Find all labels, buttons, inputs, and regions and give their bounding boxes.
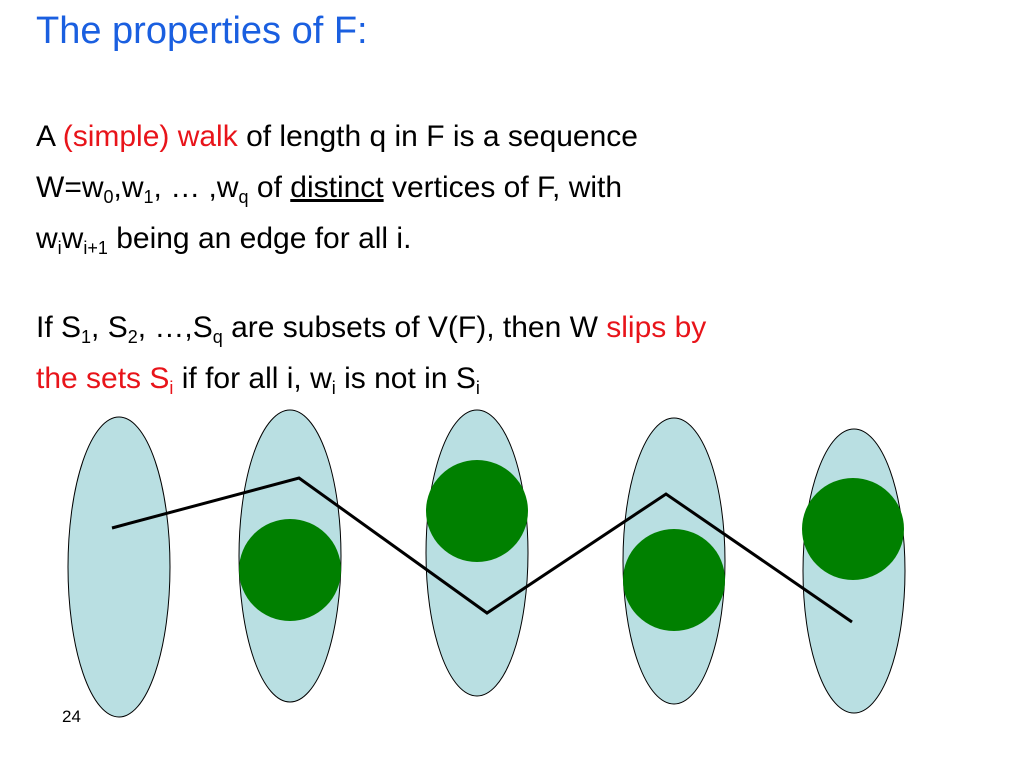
walk-path: [111, 476, 853, 624]
slide-number: 24: [62, 707, 81, 726]
subset-disk: [239, 519, 341, 621]
subset-disk: [802, 478, 904, 580]
subset-disk: [623, 529, 725, 631]
slips-by-term: slips by: [606, 311, 707, 344]
walk-definition-line-3: wiwi+1 being an edge for all i.: [36, 222, 412, 258]
walk-definition-line-1: A (simple) walk of length q in F is a se…: [36, 120, 638, 153]
distinct-term: distinct: [290, 171, 384, 204]
slips-definition-line-1: If S1, S2, …,Sq are subsets of V(F), the…: [36, 311, 707, 347]
walk-definition-line-2: W=w0,w1, … ,wq of distinct vertices of F…: [36, 171, 623, 207]
vertex-sets: [67, 409, 906, 718]
subset-disk: [426, 460, 528, 562]
slips-definition: If S1, S2, …,Sq are subsets of V(F), the…: [36, 302, 706, 404]
the-sets-term: the sets Si: [36, 362, 174, 398]
walk-definition: A (simple) walk of length q in F is a se…: [36, 111, 638, 264]
subsets: [239, 460, 904, 631]
slips-definition-line-2: the sets Si if for all i, wi is not in S…: [36, 362, 480, 398]
simple-walk-term: (simple) walk: [62, 120, 238, 153]
set-ellipse: [67, 416, 171, 718]
slide-title: The properties of F:: [36, 10, 368, 52]
